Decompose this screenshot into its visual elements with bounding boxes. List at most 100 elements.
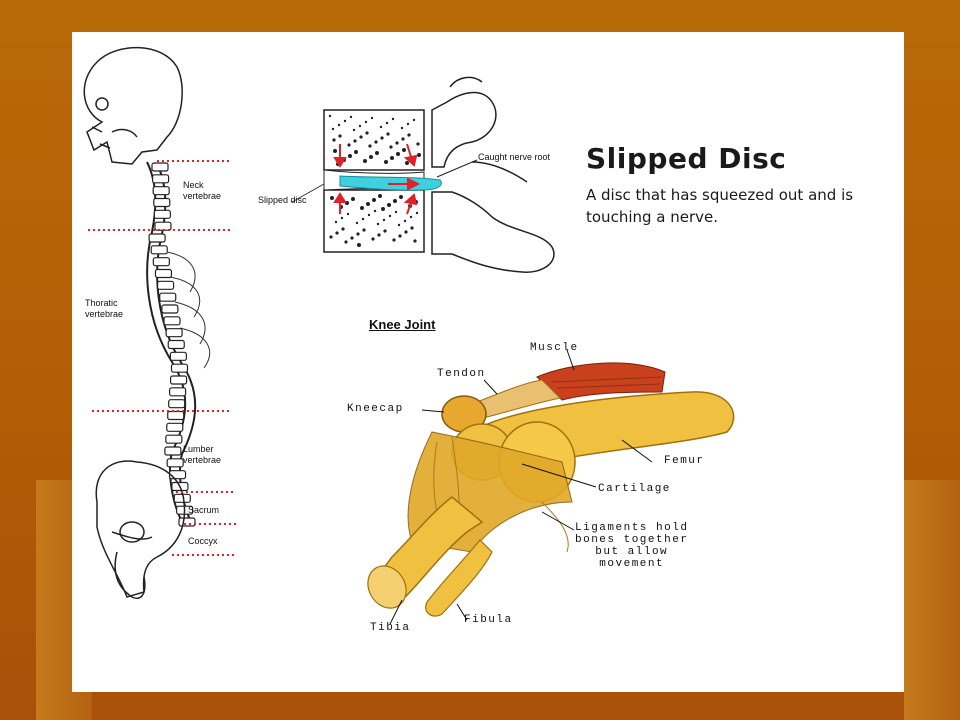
vertebra-segment — [170, 363, 189, 373]
bone-texture-dot — [413, 239, 417, 243]
vertebra-segment — [159, 292, 177, 302]
vertebra-segment — [169, 375, 188, 385]
vertebra-segment — [148, 233, 166, 243]
vertebra-segment — [166, 422, 184, 432]
bone-texture-dot — [381, 207, 385, 211]
label-sacrum: Sacrum — [188, 505, 220, 515]
bone-texture-dot — [406, 122, 410, 126]
bone-texture-dot — [362, 228, 366, 232]
spine-level-lines — [88, 160, 236, 556]
bone-texture-dot — [364, 120, 368, 124]
vertebra-segment — [167, 339, 185, 350]
bone-texture-dot — [395, 141, 399, 145]
vertebra-segment — [169, 351, 187, 361]
bone-texture-dot — [347, 143, 351, 147]
bone-texture-dot — [415, 211, 419, 215]
bone-texture-dot — [370, 116, 374, 120]
bone-texture-dot — [359, 135, 363, 139]
bone-texture-dot — [393, 199, 397, 203]
bone-texture-dot — [341, 227, 345, 231]
bone-texture-dot — [330, 196, 334, 200]
bone-texture-dot — [392, 238, 396, 242]
label-coccyx: Coccyx — [188, 536, 218, 546]
bone-texture-dot — [353, 139, 357, 143]
bone-texture-dot — [412, 118, 416, 122]
bone-texture-dot — [374, 140, 378, 144]
bone-texture-dot — [401, 137, 405, 141]
bone-texture-dot — [387, 203, 391, 207]
bone-texture-dot — [366, 202, 370, 206]
bone-texture-dot — [417, 153, 421, 157]
slipped-disc-description: A disc that has squeezed out and is touc… — [586, 186, 854, 226]
bone-texture-dot — [335, 231, 339, 235]
vertebra-segment — [165, 434, 183, 444]
bone-texture-dot — [402, 148, 406, 152]
bone-texture-dot — [386, 132, 390, 136]
bone-texture-dot — [396, 152, 400, 156]
bone-texture-dot — [385, 121, 389, 125]
vertebra-segment — [152, 257, 170, 267]
bone-texture-dot — [368, 144, 372, 148]
bone-texture-dot — [377, 233, 381, 237]
bone-texture-dot — [410, 226, 414, 230]
bone-texture-dot — [331, 127, 335, 131]
bone-texture-dot — [363, 159, 367, 163]
vertebra-segment — [163, 316, 181, 326]
vertebra-segment — [154, 221, 172, 231]
vertebra-segment — [168, 399, 186, 409]
bone-texture-dot — [334, 220, 338, 224]
bone-texture-dot — [371, 237, 375, 241]
bone-texture-dot — [354, 150, 358, 154]
vertebra-segment — [156, 280, 175, 290]
bone-texture-dot — [358, 124, 362, 128]
bone-texture-dot — [365, 131, 369, 135]
bone-texture-dot — [407, 133, 411, 137]
bone-texture-dot — [394, 210, 398, 214]
bone-texture-dot — [403, 219, 407, 223]
vertebra-segment — [152, 186, 170, 196]
label-slipped-disc: Slipped disc — [258, 195, 307, 205]
bone-texture-dot — [338, 134, 342, 138]
spine-illustration — [83, 46, 735, 625]
bone-texture-dot — [360, 206, 364, 210]
ribcage-drawing — [166, 251, 211, 369]
bone-texture-dot — [333, 149, 337, 153]
bone-texture-dot — [332, 138, 336, 142]
vertebra-segment — [167, 410, 185, 421]
label-kneecap: Kneecap — [347, 403, 404, 415]
fibula-bone — [425, 539, 493, 617]
slipped-disc-title: Slipped Disc — [586, 142, 787, 175]
bone-texture-dot — [380, 136, 384, 140]
label-cartilage: Cartilage — [598, 483, 671, 495]
bone-texture-dot — [357, 243, 361, 247]
knee-illustration — [367, 349, 735, 625]
bone-texture-dot — [378, 194, 382, 198]
label-caught-nerve-root: Caught nerve root — [478, 152, 551, 162]
bone-texture-dot — [352, 128, 356, 132]
bone-texture-dot — [337, 123, 341, 127]
bone-texture-dot — [404, 230, 408, 234]
bone-texture-dot — [346, 212, 350, 216]
vertebra-segment — [169, 387, 187, 397]
label-lumber-vertebrae: Lumber vertebrae — [183, 444, 222, 465]
bone-texture-dot — [355, 221, 359, 225]
bone-texture-dot — [329, 235, 333, 239]
background-bar-right — [904, 480, 960, 720]
vertebra-segment — [165, 328, 183, 338]
vertebra-segment — [150, 245, 168, 255]
pelvis-drawing — [95, 460, 186, 599]
vertebra-segment — [153, 197, 171, 208]
vertebra-segment — [178, 517, 196, 527]
vertebra-segment — [151, 174, 170, 184]
label-femur: Femur — [664, 455, 705, 467]
bone-texture-dot — [344, 240, 348, 244]
label-tibia: Tibia — [370, 622, 411, 634]
vertebra-segment — [153, 209, 171, 219]
label-fibula: Fibula — [464, 614, 513, 626]
bone-texture-dot — [361, 217, 365, 221]
bone-texture-dot — [367, 213, 371, 217]
bone-texture-dot — [400, 126, 404, 130]
bone-texture-dot — [369, 155, 373, 159]
label-ligaments: Ligaments hold bones together but allow … — [575, 522, 689, 570]
vertebra-segment — [154, 268, 173, 279]
